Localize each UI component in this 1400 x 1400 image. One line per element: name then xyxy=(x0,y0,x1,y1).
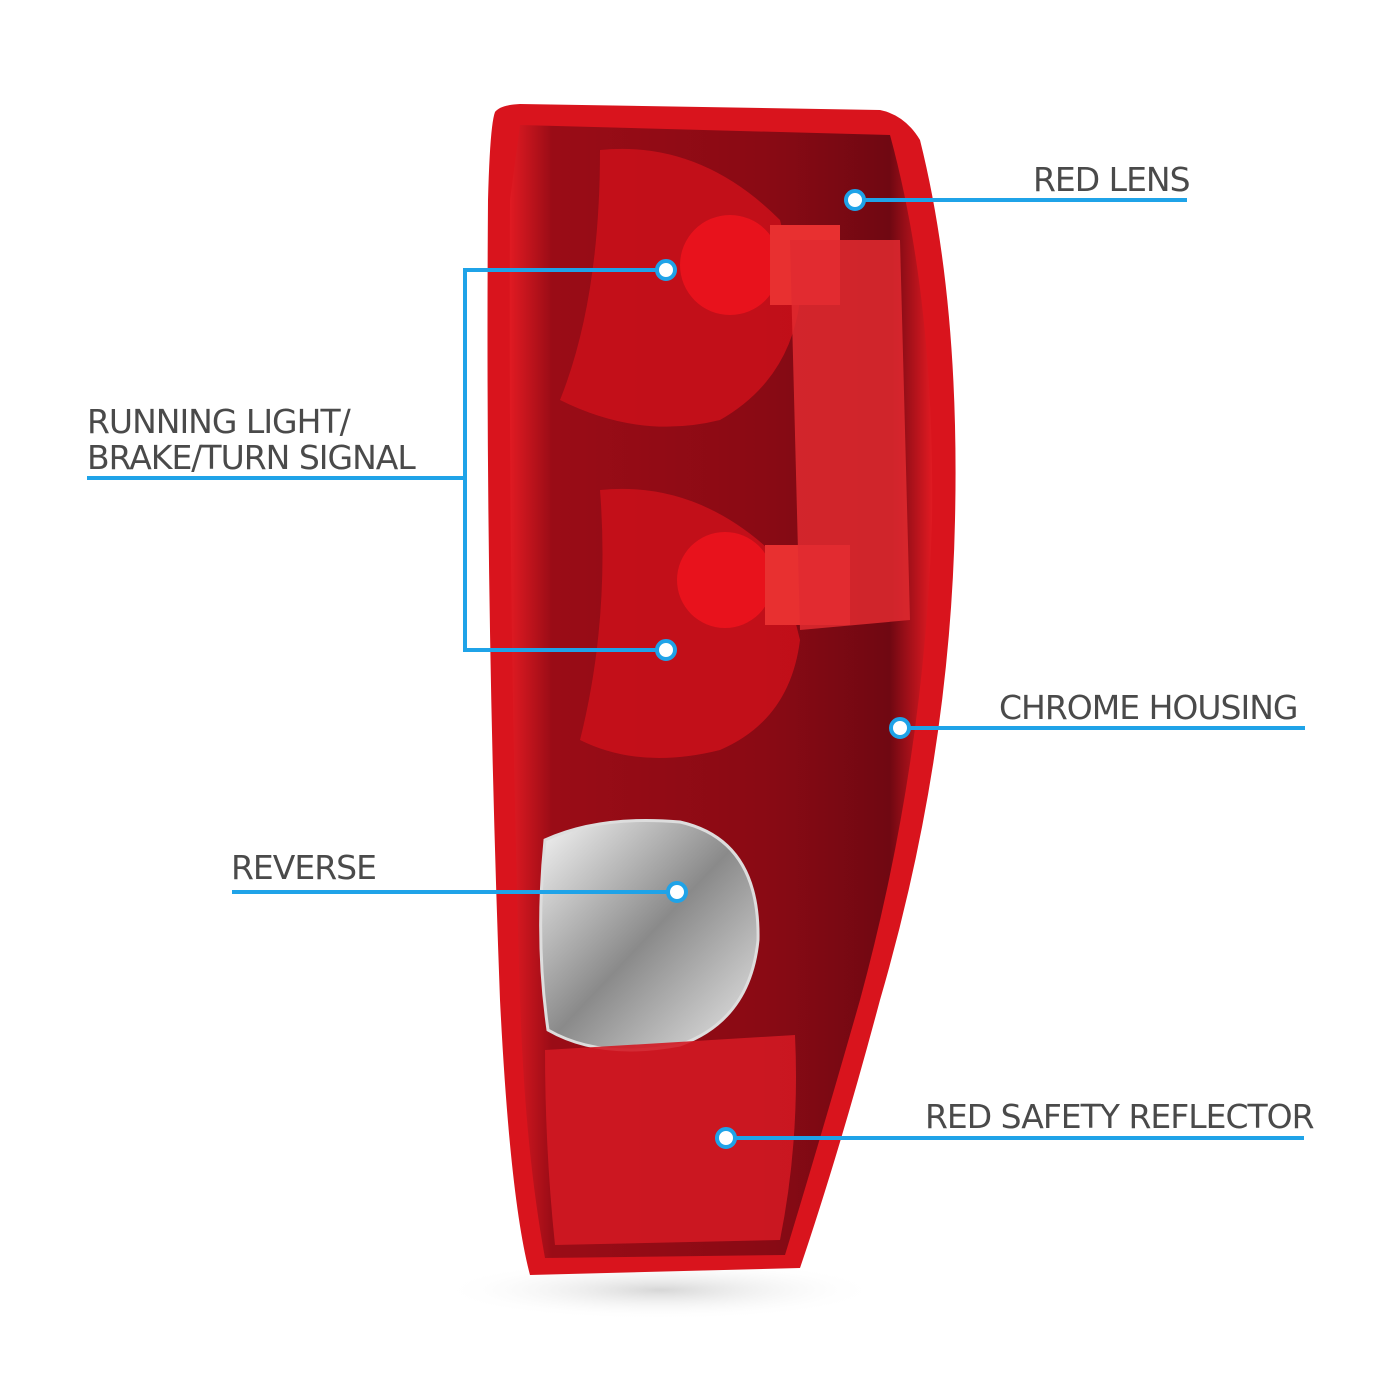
reverse-lens xyxy=(539,819,760,1052)
callout-dot-running-light-bottom xyxy=(655,639,677,661)
callout-bracket-running-light xyxy=(463,268,467,652)
safety-reflector xyxy=(545,1035,796,1245)
callout-line-running-light xyxy=(87,476,467,480)
label-red-lens: RED LENS xyxy=(1033,160,1191,199)
label-running-light-line1: RUNNING LIGHT/ xyxy=(87,402,351,441)
label-red-safety-reflector: RED SAFETY REFLECTOR xyxy=(925,1097,1315,1136)
callout-line-running-light-bottom xyxy=(463,648,666,652)
amber-side-section xyxy=(790,240,910,630)
label-reverse: REVERSE xyxy=(231,848,377,887)
callout-line-running-light-top xyxy=(463,268,666,272)
callout-line-red-safety-reflector xyxy=(726,1136,1304,1140)
label-chrome-housing: CHROME HOUSING xyxy=(999,688,1298,727)
callout-line-chrome-housing xyxy=(900,726,1305,730)
callout-dot-red-safety-reflector xyxy=(715,1127,737,1149)
callout-line-red-lens xyxy=(855,198,1187,202)
callout-dot-reverse xyxy=(666,881,688,903)
callout-dot-chrome-housing xyxy=(889,717,911,739)
label-running-light-line2: BRAKE/TURN SIGNAL xyxy=(87,438,416,477)
callout-line-reverse xyxy=(232,890,677,894)
callout-dot-running-light-top xyxy=(655,259,677,281)
callout-dot-red-lens xyxy=(844,189,866,211)
drop-shadow xyxy=(440,1260,880,1320)
